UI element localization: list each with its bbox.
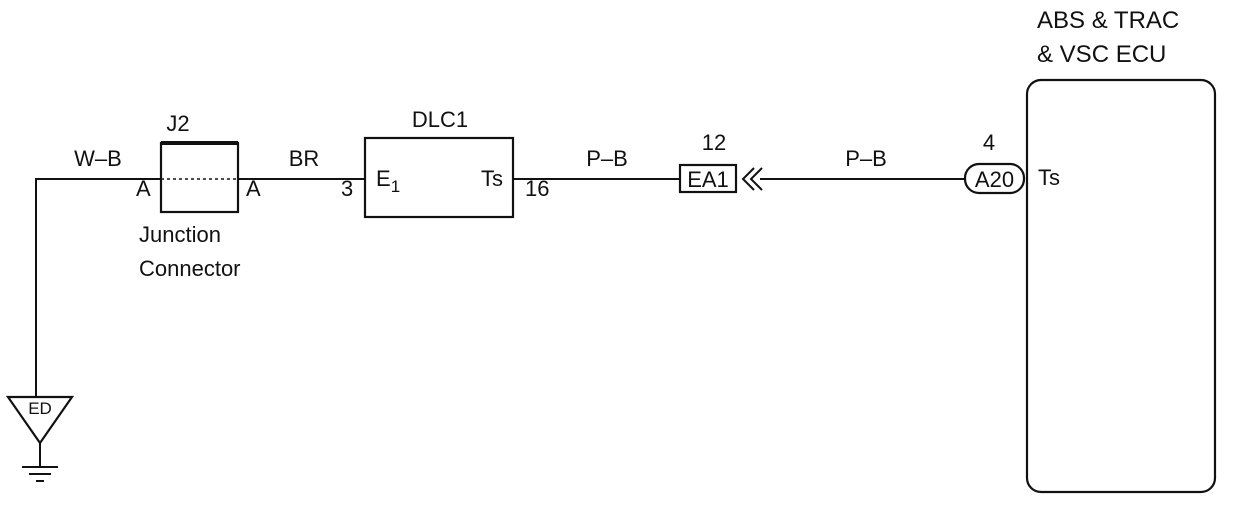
dlc1-title: DLC1 xyxy=(412,107,468,132)
dlc1-box xyxy=(363,136,515,219)
ground-label: ED xyxy=(28,399,52,418)
junction-j2-pin-right: A xyxy=(246,176,261,201)
connector-a20: A20 4 xyxy=(963,130,1026,195)
ea1-chevron-1 xyxy=(741,167,755,191)
wire-br-label: BR xyxy=(289,146,320,171)
ecu-title-line1: ABS & TRAC xyxy=(1037,7,1179,34)
wire-pb-left-label: P–B xyxy=(586,146,628,171)
junction-j2-box xyxy=(159,141,240,214)
connector-ea1-label: EA1 xyxy=(687,167,729,192)
wire-wb xyxy=(35,178,161,397)
junction-caption-line1: Junction xyxy=(139,222,221,247)
dlc1-terminal-e: E1 xyxy=(376,166,400,196)
junction-j2-pin-left: A xyxy=(136,176,151,201)
wire-pb-right-label: P–B xyxy=(845,146,887,171)
junction-j2-id: J2 xyxy=(166,111,189,136)
dlc1-terminal-e-sub: 1 xyxy=(391,177,400,196)
junction-j2: J2 A A Junction Connector xyxy=(136,111,261,281)
ground-triangle xyxy=(5,395,75,445)
ea1-chevron-2 xyxy=(749,167,763,191)
connector-ea1-pin: 12 xyxy=(702,130,726,155)
ecu-box xyxy=(1025,78,1217,494)
wire-wb-label: W–B xyxy=(74,146,122,171)
dlc1-terminal-e-main: E xyxy=(376,166,391,191)
ecu-title-line2: & VSC ECU xyxy=(1037,41,1166,68)
dlc1-pin-3: 3 xyxy=(341,176,353,201)
connector-ea1: EA1 12 xyxy=(678,130,763,194)
junction-caption-line2: Connector xyxy=(139,256,241,281)
ecu-block: ABS & TRAC & VSC ECU Ts xyxy=(1025,7,1217,494)
dlc1-terminal-ts: Ts xyxy=(481,166,503,191)
connector-a20-label: A20 xyxy=(975,167,1014,192)
dlc1-pin-16: 16 xyxy=(525,176,549,201)
connector-ea1-box xyxy=(678,163,738,194)
ground-ed: ED xyxy=(5,395,75,482)
connector-a20-pin: 4 xyxy=(983,130,995,155)
dlc1-block: DLC1 E1 Ts 16 3 xyxy=(341,107,549,219)
ecu-terminal-ts: Ts xyxy=(1038,165,1060,190)
